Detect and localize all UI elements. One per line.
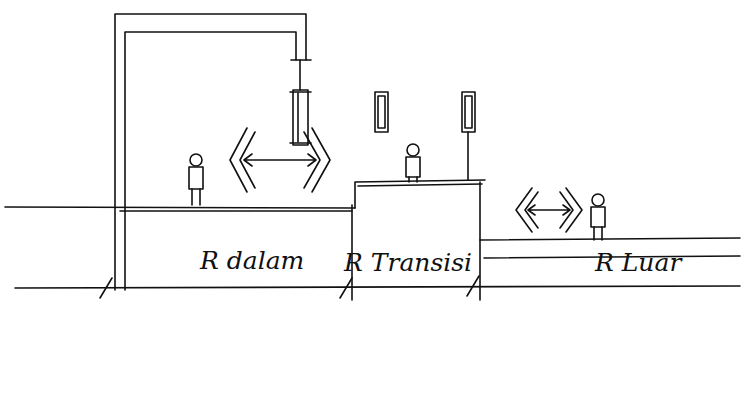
lamp-symbol bbox=[375, 92, 388, 132]
dimension-line bbox=[15, 286, 740, 288]
canopy-frame bbox=[291, 59, 311, 61]
lamp-symbol bbox=[465, 96, 472, 128]
canopy-frame bbox=[115, 14, 306, 290]
zone-label: R Transisi bbox=[344, 250, 472, 275]
dimension-tick bbox=[100, 276, 479, 298]
lamp-symbol bbox=[297, 93, 299, 142]
flow-arrow bbox=[230, 128, 330, 192]
lamp-symbol bbox=[293, 90, 308, 145]
zone-label: R dalam bbox=[200, 248, 304, 273]
wall-line bbox=[479, 182, 481, 300]
lamp-cord bbox=[467, 132, 469, 180]
lamp-cord bbox=[299, 60, 301, 90]
lamp-symbol bbox=[290, 92, 311, 143]
lamp-symbol bbox=[378, 96, 385, 128]
platform-outline bbox=[358, 184, 482, 186]
zone-label: R Luar bbox=[595, 250, 681, 275]
floor-line bbox=[120, 210, 352, 212]
floor-line bbox=[5, 207, 355, 208]
person-figure bbox=[591, 194, 605, 240]
platform-outline bbox=[355, 180, 485, 208]
lamp-symbol bbox=[462, 92, 475, 132]
person-figure bbox=[406, 144, 420, 182]
floor-line bbox=[480, 238, 740, 240]
person-figure bbox=[189, 154, 203, 205]
flow-arrow bbox=[516, 188, 582, 232]
